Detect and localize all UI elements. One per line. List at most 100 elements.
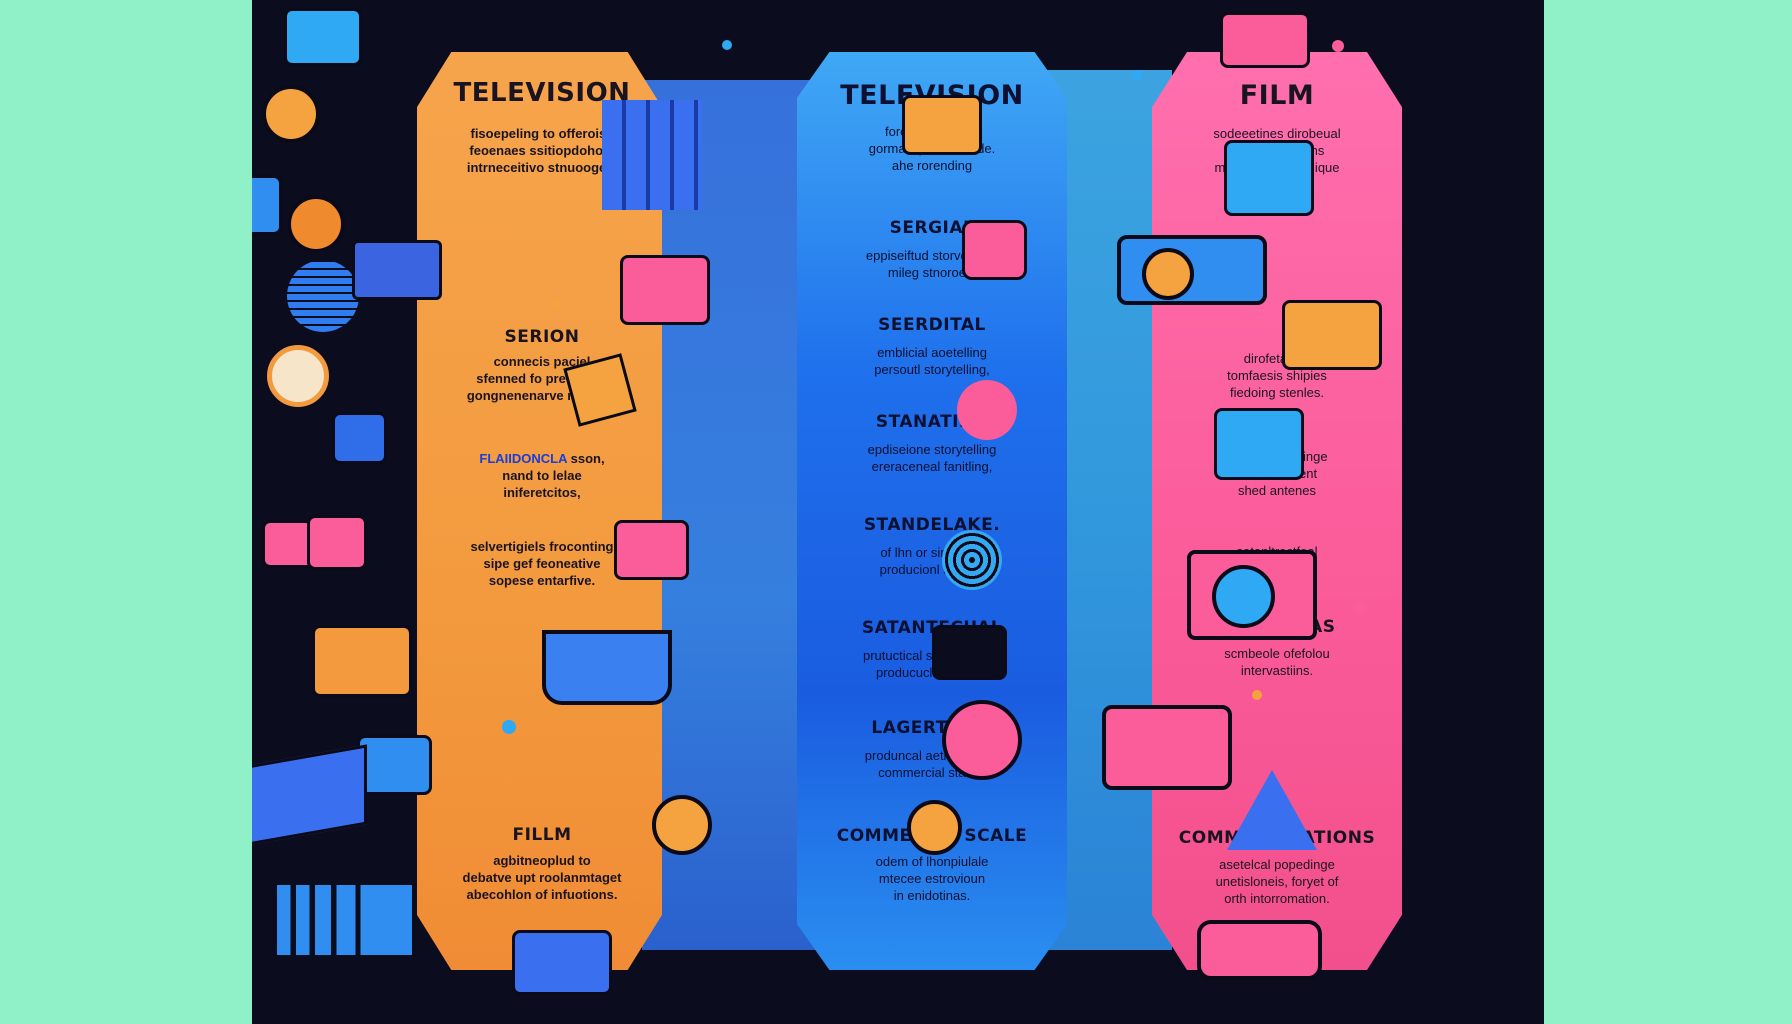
speaker-icon bbox=[252, 175, 282, 235]
clapperboard-icon bbox=[542, 630, 672, 705]
left-section-2-highlight: FLAIIDONCLA bbox=[479, 451, 568, 466]
middle-section-body: produncal aetinaitatting commercial stal… bbox=[797, 747, 1067, 781]
gear-icon bbox=[942, 700, 1022, 780]
flower-icon bbox=[1352, 600, 1368, 616]
text-line: fisoepeling to offeroiss bbox=[470, 126, 614, 141]
tv-icon bbox=[1220, 12, 1310, 68]
left-title: TELEVISION bbox=[453, 78, 631, 108]
right-section-body: scmbeole ofefolou intervastiins. bbox=[1152, 645, 1402, 679]
confetti-dot bbox=[722, 40, 732, 50]
film-reel-icon bbox=[652, 795, 712, 855]
book-icon bbox=[252, 744, 367, 846]
text-line: tomfaesis shipies bbox=[1227, 368, 1327, 383]
radio-icon bbox=[1102, 705, 1232, 790]
text-line: nand to lelae bbox=[502, 468, 582, 483]
tv-icon bbox=[1224, 140, 1314, 216]
middle-section-body: emblicial aoetelling persoutl storytelli… bbox=[797, 344, 1067, 378]
text-line: commercial stales. bbox=[878, 765, 986, 780]
text-line: producionl actiohl, bbox=[879, 562, 985, 577]
tv-icon bbox=[620, 255, 710, 325]
middle-section-title: STANATING bbox=[875, 412, 989, 432]
globe-icon bbox=[287, 260, 359, 332]
text-line: orth intorromation. bbox=[1224, 891, 1330, 906]
middle-section-body: odem of lhonpiulale mtecee estrovioun in… bbox=[797, 853, 1067, 904]
text-line: unetisloneis, foryet of bbox=[1215, 874, 1339, 889]
tv-icon bbox=[312, 625, 412, 697]
right-connector-band bbox=[1047, 70, 1172, 950]
text-line: mtecee estrovioun bbox=[878, 871, 986, 886]
book-stack-icon bbox=[512, 930, 612, 995]
left-intro: fisoepeling to offeroiss feoenaes ssitio… bbox=[422, 125, 662, 176]
text-line: agbitneoplud to bbox=[493, 853, 591, 868]
text-line: intervastiins. bbox=[1240, 663, 1314, 678]
text-line: shed antenes bbox=[1237, 483, 1317, 498]
text-line: ahe rorending bbox=[891, 158, 973, 173]
film-reel-icon bbox=[907, 800, 962, 855]
right-section-body: asetelcal popedinge unetisloneis, foryet… bbox=[1152, 856, 1402, 907]
text-line: selvertigiels froconting bbox=[470, 539, 614, 554]
tv-icon bbox=[1282, 300, 1382, 370]
cassette-icon bbox=[352, 240, 442, 300]
text-line: asetelcal popedinge bbox=[1219, 857, 1335, 872]
middle-section-title: LAGERTICAL bbox=[871, 718, 993, 738]
film-reel-icon bbox=[287, 195, 345, 253]
left-film-title: FILLM bbox=[512, 825, 572, 845]
text-line: connecis paciel bbox=[493, 354, 591, 369]
tv-icon bbox=[1214, 408, 1304, 480]
text-line: feoenaes ssitiopdohool bbox=[469, 143, 615, 158]
car-icon bbox=[1197, 920, 1322, 980]
left-film-body: agbitneoplud to debatve upt roolanmtaget… bbox=[422, 852, 662, 903]
tv-icon bbox=[307, 515, 367, 570]
confetti-dot bbox=[1332, 40, 1344, 52]
text-line: debatve upt roolanmtaget bbox=[462, 870, 622, 885]
text-line: in enidotinas. bbox=[893, 888, 971, 903]
left-section-title: SERION bbox=[504, 327, 580, 347]
tv-icon bbox=[614, 520, 689, 580]
left-section-2-title-tail: sson, bbox=[570, 451, 605, 466]
flower-icon bbox=[957, 380, 1017, 440]
clock-icon bbox=[267, 345, 329, 407]
text-line: mileg stnoroes. bbox=[887, 265, 977, 280]
spiral-icon bbox=[942, 530, 1002, 590]
text-line: epdiseione storytelling bbox=[867, 442, 997, 457]
tv-icon bbox=[357, 735, 432, 795]
middle-section-title: SERGIAL bbox=[889, 218, 975, 238]
right-title: FILM bbox=[1239, 80, 1315, 111]
left-section-2-title: FLAIIDONCLA sson, bbox=[422, 450, 662, 467]
tv-icon bbox=[902, 95, 982, 155]
camera-lens-icon bbox=[1212, 565, 1275, 628]
confetti-dot bbox=[1132, 70, 1142, 80]
text-line: scmbeole ofefolou bbox=[1224, 646, 1330, 661]
confetti-dot bbox=[1252, 690, 1262, 700]
confetti-dot bbox=[552, 300, 560, 308]
text-line: emblicial aoetelling bbox=[877, 345, 987, 360]
text-line: sopese entarfive. bbox=[488, 573, 596, 588]
middle-section-body: epdiseione storytelling ereraceneal fani… bbox=[797, 441, 1067, 475]
middle-section-title: STANDELAKE. bbox=[863, 515, 1001, 535]
text-line: produncal aetinaitatting bbox=[864, 748, 1000, 763]
bookshelf-icon bbox=[602, 100, 702, 210]
text-line: fiedoing stenles. bbox=[1230, 385, 1324, 400]
text-line: intrneceitivo stnuoogee. bbox=[466, 160, 618, 175]
text-line: ereraceneal fanitling, bbox=[871, 459, 993, 474]
film-strip-icon bbox=[932, 625, 1007, 680]
left-section-3: selvertigiels froconting sipe gef feonea… bbox=[422, 538, 662, 589]
text-line: odem of lhonpiulale bbox=[875, 854, 989, 869]
text-line: persoutl storytelling, bbox=[874, 362, 990, 377]
text-line: sipe gef feoneative bbox=[483, 556, 601, 571]
camera-icon bbox=[962, 220, 1027, 280]
monitor-icon bbox=[332, 412, 387, 464]
middle-section-body: of lhn or sinetaent producionl actiohl, bbox=[797, 544, 1067, 578]
projector-lens-icon bbox=[1142, 248, 1194, 300]
text-line: iniferetcitos, bbox=[503, 485, 581, 500]
left-section-2: FLAIIDONCLA sson, nand to lelae iniferet… bbox=[422, 450, 662, 501]
film-reel-icon bbox=[262, 85, 320, 143]
text-line: sodeeetines dirobeual bbox=[1213, 126, 1341, 141]
bar-chart-icon bbox=[277, 885, 412, 955]
middle-section-title: SEERDITAL bbox=[878, 315, 986, 335]
tv-icon bbox=[284, 8, 362, 66]
infographic-poster: TELEVISION fisoepeling to offeroiss feoe… bbox=[252, 0, 1544, 1024]
text-line: of lhn or sinetaent bbox=[880, 545, 984, 560]
confetti-dot bbox=[502, 720, 516, 734]
text-line: abecohlon of infuotions. bbox=[466, 887, 618, 902]
